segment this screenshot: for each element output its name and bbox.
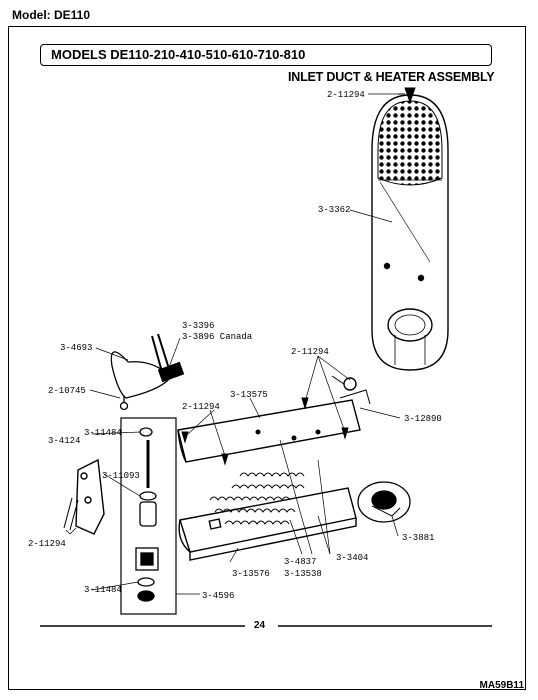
label-2-11294-top: 2-11294 <box>327 90 365 100</box>
document-code: MA59B11 <box>479 680 524 691</box>
wire-harness <box>110 333 185 411</box>
label-3-13575: 3-13575 <box>230 390 268 400</box>
label-3-4596: 3-4596 <box>202 591 234 601</box>
terminal-block-assembly <box>120 417 177 615</box>
heater-coil <box>209 472 305 525</box>
label-3-3362: 3-3362 <box>318 205 350 215</box>
page-frame <box>8 26 526 690</box>
housing-screws <box>181 397 349 466</box>
label-3-3896-canada: 3-3896 Canada <box>182 332 253 342</box>
assembly-subtitle: INLET DUCT & HEATER ASSEMBLY <box>288 70 495 84</box>
label-3-11484-bottom: 3-11484 <box>84 585 122 595</box>
label-2-11294-left: 2-11294 <box>182 402 220 412</box>
label-3-11484-top: 3-11484 <box>84 428 122 438</box>
label-3-11093: 3-11093 <box>102 471 140 481</box>
label-3-4693: 3-4693 <box>60 343 92 353</box>
label-2-11294-mid: 2-11294 <box>291 347 329 357</box>
models-title: MODELS DE110-210-410-510-610-710-810 <box>40 44 492 66</box>
model-label: Model: DE110 <box>12 8 91 22</box>
leader-lines <box>65 93 401 595</box>
label-3-13576: 3-13576 <box>232 569 270 579</box>
thermostat <box>357 481 411 523</box>
heater-housing-bottom <box>178 487 357 561</box>
mounting-bracket <box>63 458 105 535</box>
label-2-10745: 2-10745 <box>48 386 86 396</box>
label-3-3404: 3-3404 <box>336 553 368 563</box>
inlet-duct <box>371 94 449 371</box>
label-2-11294-bottom: 2-11294 <box>28 539 66 549</box>
heater-housing-top <box>177 375 371 463</box>
label-3-3881: 3-3881 <box>402 533 434 543</box>
label-3-13538: 3-13538 <box>284 569 322 579</box>
label-3-4124: 3-4124 <box>48 436 80 446</box>
label-3-12890: 3-12890 <box>404 414 442 424</box>
page-number: 24 <box>254 620 266 631</box>
label-3-3396: 3-3396 <box>182 321 214 331</box>
top-screw <box>398 87 416 104</box>
label-3-4837: 3-4837 <box>284 557 316 567</box>
